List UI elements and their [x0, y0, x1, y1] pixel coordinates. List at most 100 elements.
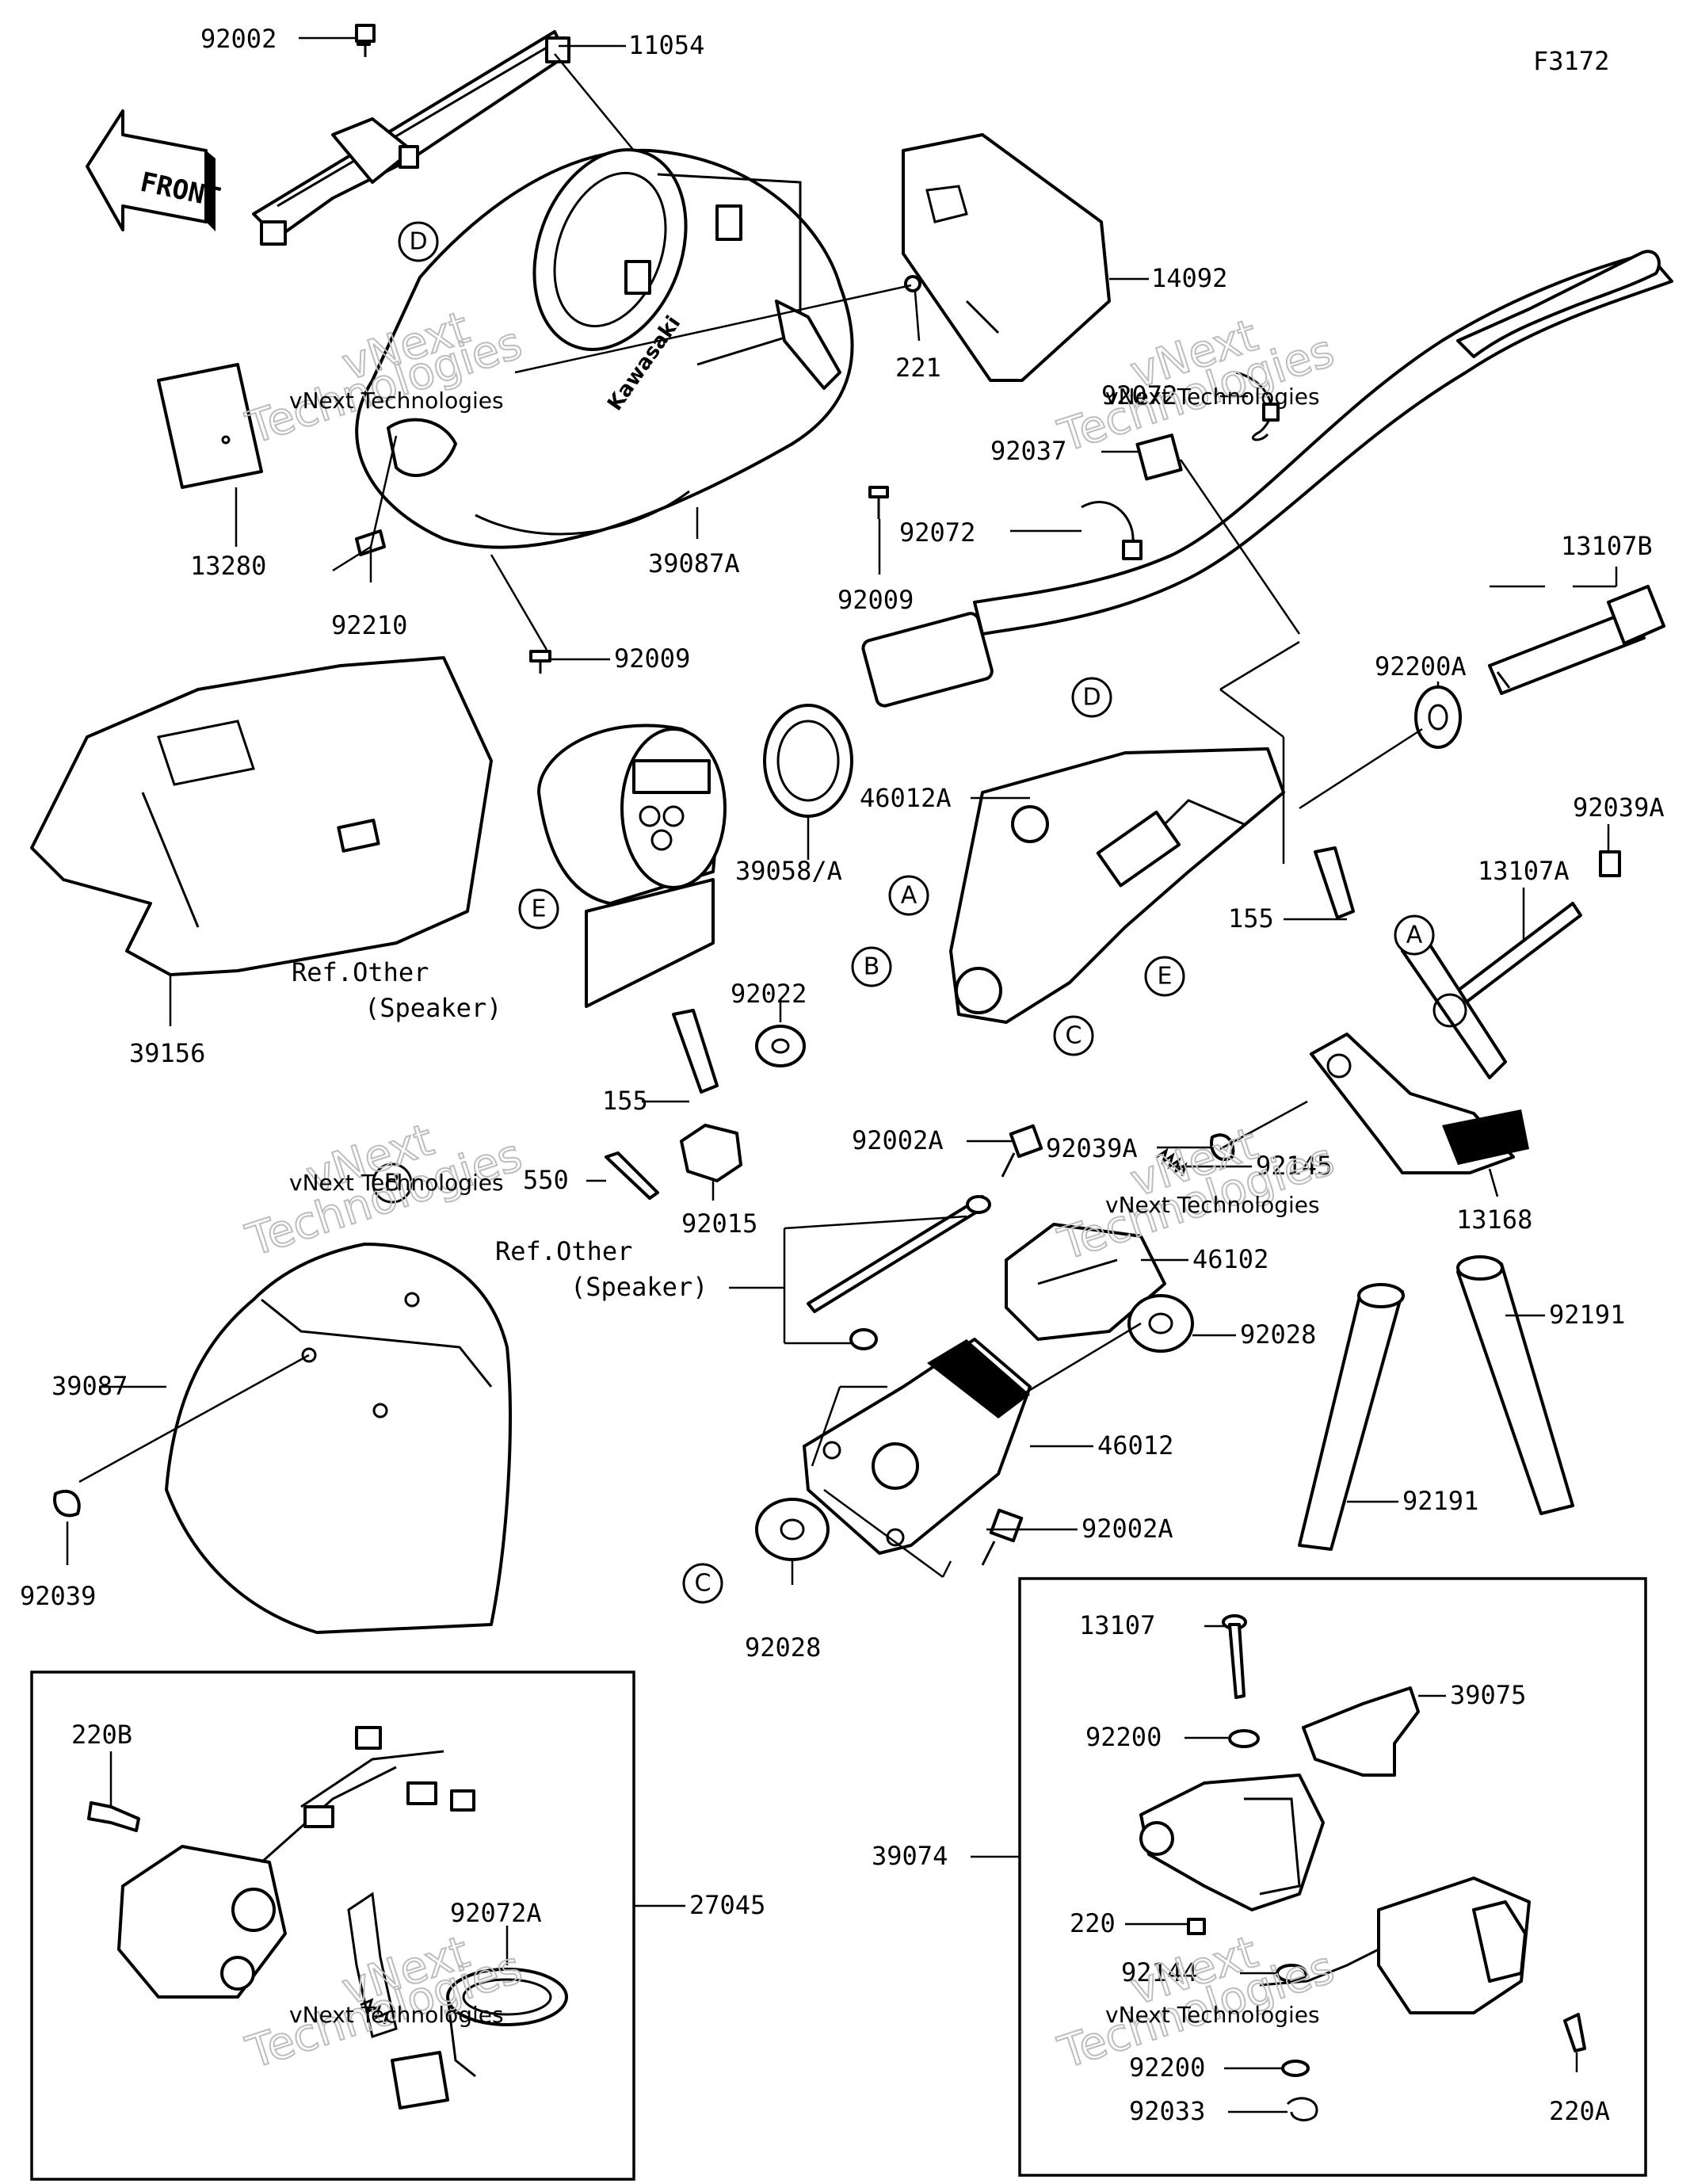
marker-B-lower: B: [372, 1163, 413, 1204]
label-39087A: 39087A: [648, 548, 740, 578]
label-11054: 11054: [628, 30, 704, 60]
lanyard-clip: [347, 1892, 449, 2110]
label-92002A-a: 92002A: [852, 1125, 944, 1155]
bracket-13168: [1310, 937, 1529, 1174]
label-92033: 92033: [1129, 2096, 1205, 2126]
handlebar-mount-bracket: [252, 25, 570, 246]
svg-text:vNext Technologies: vNext Technologies: [1105, 1192, 1320, 1218]
front-arrow: FRONT: [86, 109, 223, 231]
ref-speaker-2: Ref.Other (Speaker): [495, 1236, 708, 1302]
band-92072A: [446, 1968, 568, 2078]
svg-text:B: B: [864, 953, 880, 981]
handlebar-upper-cover: Kawasaki: [355, 148, 854, 549]
marker-C-lower: C: [682, 1563, 723, 1604]
label-92145: 92145: [1256, 1151, 1332, 1181]
label-221: 221: [895, 353, 941, 383]
switch-27045: [117, 1726, 475, 1999]
label-39074: 39074: [872, 1841, 948, 1871]
label-92039A-b: 92039A: [1046, 1133, 1138, 1163]
bolt-13107B: [1488, 585, 1665, 695]
label-46012A: 46012A: [860, 783, 952, 813]
washer-92200A: [1414, 685, 1462, 749]
label-92022: 92022: [731, 979, 807, 1009]
label-92009-a: 92009: [837, 585, 914, 615]
label-92037: 92037: [990, 436, 1066, 466]
svg-text:E: E: [1158, 963, 1173, 991]
svg-text:vNext Technologies: vNext Technologies: [289, 2002, 504, 2028]
label-14092: 14092: [1151, 263, 1227, 293]
label-92015: 92015: [681, 1208, 757, 1239]
label-92200A: 92200A: [1375, 651, 1467, 682]
bolt-155-b: [672, 1009, 719, 1094]
tie-92072-lower: [1081, 501, 1143, 560]
marker-C-center: C: [1053, 1015, 1094, 1056]
plate-13280: [157, 363, 263, 489]
screw-92039: [53, 1489, 81, 1518]
screw-92009-a: [868, 486, 889, 519]
pin-13107A: [1456, 902, 1582, 1004]
svg-text:E: E: [532, 895, 547, 923]
figure-code: F3172: [1533, 46, 1609, 76]
ref-speaker-1-line1: Ref.Other: [292, 957, 429, 987]
svg-text:vNext Technologies: vNext Technologies: [1105, 384, 1320, 410]
marker-B-center: B: [851, 946, 892, 987]
label-92200-a: 92200: [1085, 1722, 1162, 1752]
bolt-221: [904, 275, 921, 292]
label-13107B: 13107B: [1561, 531, 1653, 561]
connector-92037: [1135, 433, 1183, 481]
label-46012: 46012: [1097, 1430, 1173, 1460]
leader-lines: [66, 36, 1618, 2113]
label-92200-b: 92200: [1129, 2052, 1205, 2083]
label-13107: 13107: [1079, 1610, 1155, 1640]
label-92002: 92002: [200, 24, 277, 54]
washer-92028-a: [1127, 1294, 1194, 1353]
tie-92072-upper: [1235, 371, 1280, 441]
screw-220A: [1563, 2013, 1586, 2052]
label-92028-b: 92028: [745, 1632, 821, 1663]
grip-92191-a: [1298, 1283, 1405, 1551]
label-39156: 39156: [129, 1038, 205, 1068]
label-155-a: 155: [1228, 903, 1274, 934]
washer-92022: [755, 1025, 806, 1067]
svg-text:B: B: [384, 1170, 401, 1197]
svg-text:D: D: [409, 228, 427, 256]
watermark-5: vNext Technologies vNext Technologies: [239, 1926, 528, 2080]
marker-D-center: D: [1071, 677, 1112, 718]
washer-92200-b: [1281, 2060, 1310, 2077]
ref-speaker-1: Ref.Other (Speaker): [292, 957, 502, 1023]
label-39058A: 39058/A: [735, 856, 842, 886]
bolt-92002: [355, 24, 376, 57]
label-92039A-a: 92039A: [1573, 792, 1665, 823]
bolt-220: [1187, 1918, 1206, 1935]
lower-cover-39087: [165, 1243, 512, 1634]
ref-speaker-2-line2: (Speaker): [570, 1272, 708, 1302]
washer-92200-a: [1228, 1729, 1260, 1748]
screw-92039A-a: [1599, 850, 1621, 877]
label-220: 220: [1070, 1908, 1116, 1938]
label-155-b: 155: [602, 1086, 648, 1116]
marker-A-right: A: [1394, 914, 1435, 956]
pin-550: [605, 1151, 659, 1200]
label-92191-b: 92191: [1402, 1486, 1478, 1516]
label-27045: 27045: [689, 1890, 765, 1920]
label-46102: 46102: [1192, 1244, 1268, 1274]
label-13168: 13168: [1456, 1205, 1532, 1235]
screw-92009-b: [529, 650, 551, 674]
svg-text:vNext Technologies: vNext Technologies: [1105, 2002, 1320, 2028]
marker-E-speaker: E: [518, 888, 559, 930]
svg-text:A: A: [1406, 922, 1423, 949]
switch-39074: [1259, 1877, 1531, 2014]
label-92210: 92210: [331, 610, 407, 640]
label-92072-a: 92072: [1101, 380, 1177, 410]
svg-text:C: C: [1066, 1022, 1082, 1050]
handlebar: [763, 250, 1673, 818]
label-92072A: 92072A: [450, 1898, 542, 1928]
label-92002A-b: 92002A: [1082, 1514, 1173, 1544]
label-92028-a: 92028: [1240, 1319, 1316, 1350]
bolt-220B: [87, 1801, 140, 1832]
label-13280: 13280: [190, 551, 266, 581]
marker-A-center: A: [888, 875, 929, 916]
label-92191-a: 92191: [1549, 1300, 1625, 1330]
washer-92028-b: [755, 1498, 830, 1561]
